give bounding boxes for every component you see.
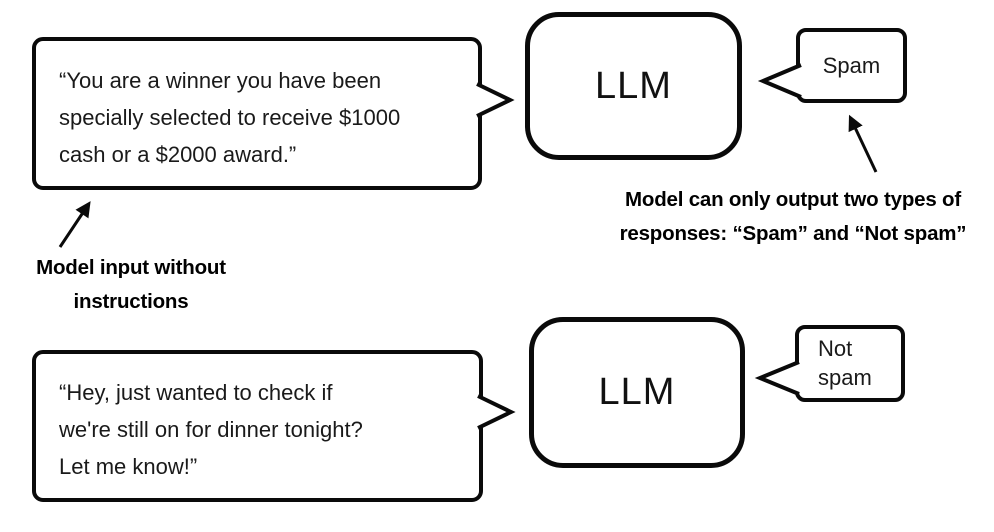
llm-label: LLM bbox=[595, 64, 672, 107]
input-bubble-line: Let me know!” bbox=[59, 454, 198, 479]
output-bubble-line: spam bbox=[818, 365, 872, 390]
speech-tail-right-icon bbox=[477, 394, 516, 430]
llm-label: LLM bbox=[598, 371, 676, 413]
annotation-line: Model can only output two types of bbox=[625, 188, 961, 211]
annotation-line: instructions bbox=[73, 290, 189, 313]
llm-box-bottom: LLM bbox=[529, 317, 745, 468]
input-bubble-dinner-message: “Hey, just wanted to check if we're stil… bbox=[32, 350, 483, 502]
output-bubble-spam: Spam bbox=[796, 28, 907, 103]
output-bubble-not-spam: Not spam bbox=[795, 325, 905, 402]
annotation-line: responses: “Spam” and “Not spam” bbox=[619, 222, 967, 245]
arrow-to-input-bubble-icon bbox=[58, 201, 91, 248]
arrow-to-spam-bubble-icon bbox=[848, 114, 878, 173]
model-input-annotation: Model input without instructions bbox=[27, 251, 235, 319]
input-bubble-line: “You are a winner you have been bbox=[59, 68, 382, 93]
output-constraint-annotation: Model can only output two types of respo… bbox=[603, 183, 983, 251]
input-bubble-line: “Hey, just wanted to check if bbox=[59, 380, 333, 405]
speech-tail-left-icon bbox=[754, 360, 800, 396]
output-bubble-line: Not bbox=[818, 336, 853, 361]
input-bubble-spam-message: “You are a winner you have been speciall… bbox=[32, 37, 482, 190]
speech-tail-left-icon bbox=[757, 63, 802, 99]
output-bubble-label: Spam bbox=[822, 52, 881, 78]
annotation-line: Model input without bbox=[36, 256, 226, 279]
speech-tail-right-icon bbox=[476, 82, 515, 118]
llm-box-top: LLM bbox=[525, 12, 742, 160]
input-bubble-line: cash or a $2000 award.” bbox=[59, 142, 297, 167]
input-bubble-line: we're still on for dinner tonight? bbox=[59, 417, 363, 442]
input-bubble-line: specially selected to receive $1000 bbox=[59, 105, 401, 130]
